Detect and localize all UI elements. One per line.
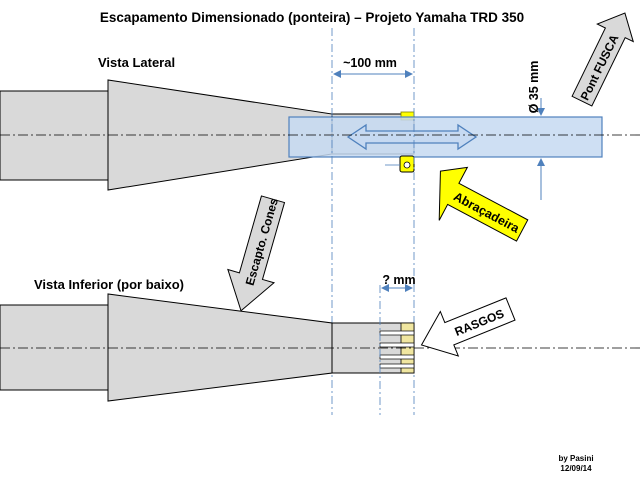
pont-fusca-callout: Pont FUSCA — [571, 12, 635, 107]
side-view-label: Vista Lateral — [98, 55, 175, 70]
date-label: 12/09/14 — [560, 464, 592, 473]
side-length-dimension: ~100 mm — [343, 56, 397, 70]
slot — [379, 330, 415, 336]
bottom-cone-body — [0, 293, 333, 402]
side-clamp-hole — [403, 161, 411, 169]
side-slide-arrow — [346, 123, 478, 151]
page-title: Escapamento Dimensionado (ponteira) – Pr… — [100, 10, 524, 25]
slot — [379, 342, 415, 348]
diameter-dimension: Ø 35 mm — [527, 61, 541, 114]
abracadeira-callout: Abraçadeira — [438, 166, 529, 242]
slot — [379, 363, 415, 369]
slot — [379, 354, 415, 360]
rasgos-callout: RASGOS — [420, 297, 516, 357]
bottom-length-dimension: ? mm — [382, 273, 415, 287]
escapto-cones-callout: Escapto. Cones — [227, 195, 286, 312]
bottom-view-label: Vista Inferior (por baixo) — [34, 277, 184, 292]
author-label: by Pasini — [558, 454, 593, 463]
